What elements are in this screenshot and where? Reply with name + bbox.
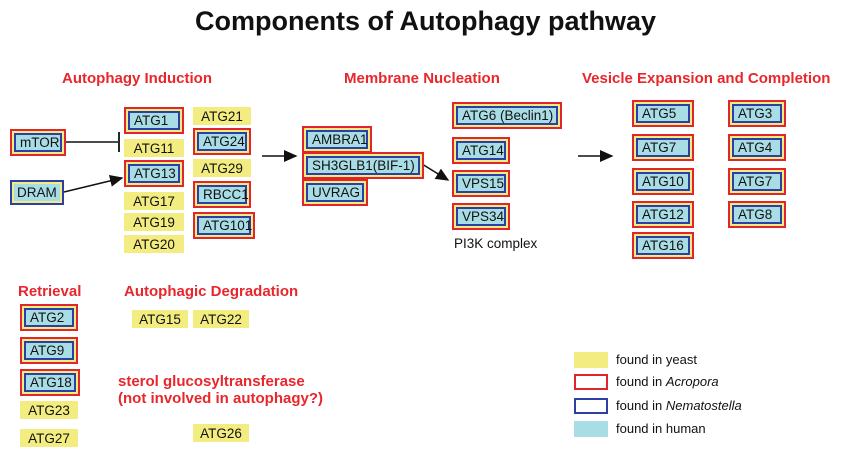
gene-atg27: ATG27 <box>20 429 78 447</box>
legend-label-human: found in human <box>616 421 706 436</box>
gene-rbcc1: RBCC1 <box>193 181 251 208</box>
gene-atg7-a: ATG7 <box>632 134 694 161</box>
gene-atg22: ATG22 <box>193 310 249 328</box>
gene-atg7-b: ATG7 <box>728 168 786 195</box>
gene-atg17: ATG17 <box>124 192 184 210</box>
pi3k-complex-label: PI3K complex <box>454 236 538 251</box>
section-sterol-glucosyltransferase: sterol glucosyltransferase <box>118 373 305 390</box>
section-sterol-note: (not involved in autophagy?) <box>118 390 323 407</box>
gene-ambra1: AMBRA1 <box>302 126 372 153</box>
legend-swatch-acropora <box>574 374 608 390</box>
gene-vps34: VPS34 <box>452 203 510 230</box>
legend-swatch-nematostella <box>574 398 608 414</box>
gene-atg14: ATG14 <box>452 137 510 164</box>
gene-sh3glb1: SH3GLB1(BIF-1) <box>302 152 424 179</box>
gene-atg2: ATG2 <box>20 304 78 331</box>
legend-label-yeast: found in yeast <box>616 352 697 367</box>
gene-atg8: ATG8 <box>728 201 786 228</box>
gene-atg21: ATG21 <box>193 107 251 125</box>
gene-atg5: ATG5 <box>632 100 694 127</box>
gene-mtor: mTOR <box>10 129 66 156</box>
gene-atg101: ATG101 <box>193 212 255 239</box>
gene-atg16: ATG16 <box>632 232 694 259</box>
dram-arrow <box>63 174 124 193</box>
gene-dram: DRAM <box>10 180 64 205</box>
legend-swatch-human <box>574 421 608 437</box>
gene-atg20: ATG20 <box>124 235 184 253</box>
gene-atg24: ATG24 <box>193 128 251 155</box>
gene-atg29: ATG29 <box>193 159 251 177</box>
gene-atg9: ATG9 <box>20 337 78 364</box>
gene-atg23: ATG23 <box>20 401 78 419</box>
legend-label-acropora: found in Acropora <box>616 374 719 389</box>
section-vesicle-expansion: Vesicle Expansion and Completion <box>582 70 831 87</box>
gene-atg3: ATG3 <box>728 100 786 127</box>
section-autophagy-induction: Autophagy Induction <box>62 70 212 87</box>
section-membrane-nucleation: Membrane Nucleation <box>344 70 500 87</box>
gene-atg6-beclin1: ATG6 (Beclin1) <box>452 102 562 129</box>
gene-atg4: ATG4 <box>728 134 786 161</box>
gene-atg15: ATG15 <box>132 310 188 328</box>
legend-swatch-yeast <box>574 352 608 368</box>
gene-atg26: ATG26 <box>193 424 249 442</box>
gene-atg10: ATG10 <box>632 168 694 195</box>
sh3glb1-to-vps15-arrow <box>421 163 450 181</box>
legend-label-nematostella: found in Nematostella <box>616 398 742 413</box>
gene-atg18: ATG18 <box>20 369 80 396</box>
diagram-title: Components of Autophagy pathway <box>195 6 656 36</box>
section-autophagic-degradation: Autophagic Degradation <box>124 283 299 300</box>
gene-atg12: ATG12 <box>632 201 694 228</box>
gene-atg11: ATG11 <box>124 139 184 157</box>
gene-vps15: VPS15 <box>452 170 510 197</box>
gene-atg19: ATG19 <box>124 213 184 231</box>
gene-atg1: ATG1 <box>124 107 184 134</box>
gene-uvrag: UVRAG <box>302 179 368 206</box>
gene-atg13: ATG13 <box>124 160 184 187</box>
section-retrieval: Retrieval <box>18 283 82 300</box>
